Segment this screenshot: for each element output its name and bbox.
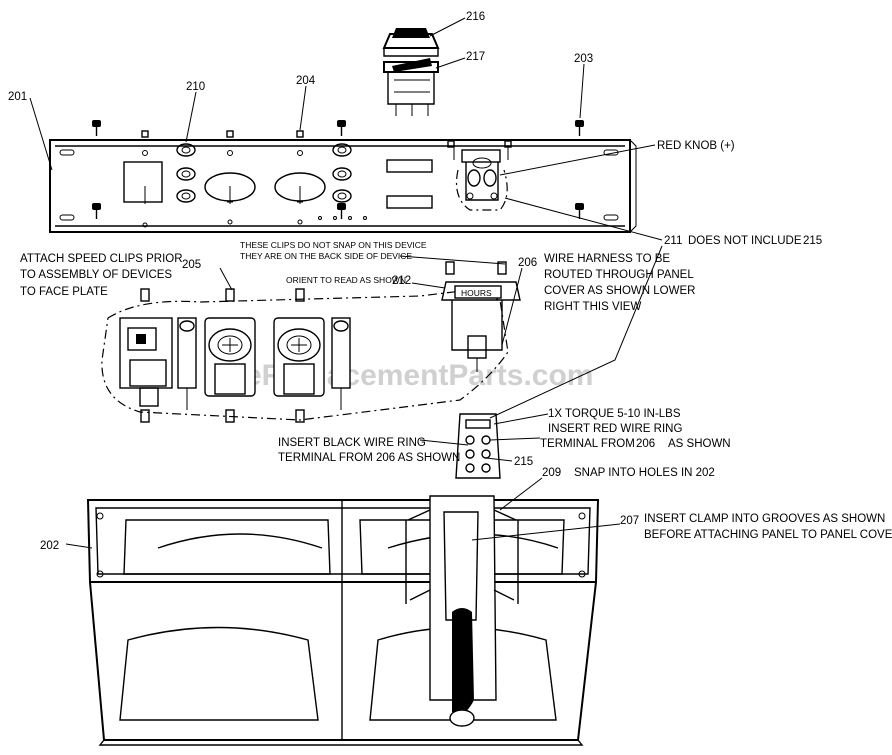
rocker-switch-217	[383, 58, 439, 116]
note-wire-harness-2: ROUTED THROUGH PANEL	[544, 269, 694, 281]
callout-203: 203	[574, 53, 593, 65]
callout-210: 210	[186, 81, 205, 93]
panel-cover-202	[86, 499, 600, 746]
clamp-207	[405, 495, 519, 727]
rocker-switch-216	[382, 28, 440, 57]
callout-209: 209	[542, 467, 561, 479]
note-black-wire-2: TERMINAL FROM 206 AS SHOWN	[278, 452, 460, 464]
leader-206	[501, 267, 523, 346]
note-does-not-include: DOES NOT INCLUDE	[688, 235, 802, 247]
note-orient: ORIENT TO READ AS SHOWN	[286, 275, 406, 285]
leader-210	[185, 91, 197, 143]
screws-203	[92, 120, 584, 219]
note-attach-speed-clips-3: TO FACE PLATE	[20, 286, 108, 298]
leader-clips-note	[399, 255, 506, 265]
note-wire-harness-4: RIGHT THIS VIEW	[544, 301, 641, 313]
callout-207: 207	[620, 515, 639, 527]
note-torque-1: 1X TORQUE 5-10 IN-LBS	[548, 408, 681, 420]
note-wire-harness-3: COVER AS SHOWN LOWER	[544, 285, 695, 297]
leader-205	[219, 267, 233, 291]
note-attach-speed-clips-1: ATTACH SPEED CLIPS PRIOR	[20, 253, 183, 265]
leader-red-knob	[499, 144, 656, 176]
leader-red-wire	[489, 437, 541, 441]
note-torque-2: INSERT RED WIRE RING	[548, 423, 682, 435]
leader-209	[499, 477, 543, 511]
hour-meter-206	[441, 281, 521, 372]
leader-torque	[493, 413, 549, 425]
leader-black-wire	[419, 439, 469, 446]
note-torque-3-num: 206	[636, 438, 655, 450]
callout-211: 211	[664, 235, 682, 247]
note-snap-holes: SNAP INTO HOLES IN 202	[574, 467, 715, 479]
callout-216: 216	[466, 11, 485, 23]
callout-212: 212	[392, 275, 411, 287]
callout-205: 205	[182, 259, 201, 271]
leader-203	[579, 63, 585, 119]
devices-group-205	[101, 261, 509, 423]
callout-204: 204	[296, 75, 316, 87]
leader-216	[429, 17, 466, 37]
leader-204	[299, 85, 307, 131]
callout-206: 206	[518, 257, 537, 269]
note-clips-2: THEY ARE ON THE BACK SIDE OF DEVICE	[240, 251, 412, 261]
callout-201: 201	[8, 91, 27, 103]
leader-215	[485, 457, 513, 462]
note-clips-1: THESE CLIPS DO NOT SNAP ON THIS DEVICE	[240, 240, 427, 250]
note-red-knob: RED KNOB (+)	[657, 140, 735, 152]
leader-201	[29, 97, 53, 171]
note-wire-harness-1: WIRE HARNESS TO BE	[544, 253, 670, 265]
callout-202: 202	[40, 540, 59, 552]
callout-217: 217	[466, 51, 485, 63]
note-clamp-2: BEFORE ATTACHING PANEL TO PANEL COVER	[644, 529, 892, 541]
note-attach-speed-clips-2: TO ASSEMBLY OF DEVICES	[20, 269, 172, 281]
note-torque-3: TERMINAL FROM	[540, 438, 635, 450]
leader-211	[504, 197, 663, 241]
note-does-not-include-num: 215	[803, 235, 822, 247]
leader-212	[411, 282, 446, 289]
leader-202	[65, 543, 93, 549]
leader-207	[471, 523, 621, 541]
callout-215: 215	[514, 456, 533, 468]
leader-211-lower	[489, 245, 663, 419]
hours-label: HOURS	[461, 288, 492, 298]
note-clamp-1: INSERT CLAMP INTO GROOVES AS SHOWN	[644, 513, 885, 525]
connector-215	[455, 413, 501, 479]
leader-217	[435, 57, 466, 69]
face-plate-201	[49, 139, 637, 233]
note-torque-3-end: AS SHOWN	[668, 438, 731, 450]
note-black-wire-1: INSERT BLACK WIRE RING	[278, 437, 426, 449]
